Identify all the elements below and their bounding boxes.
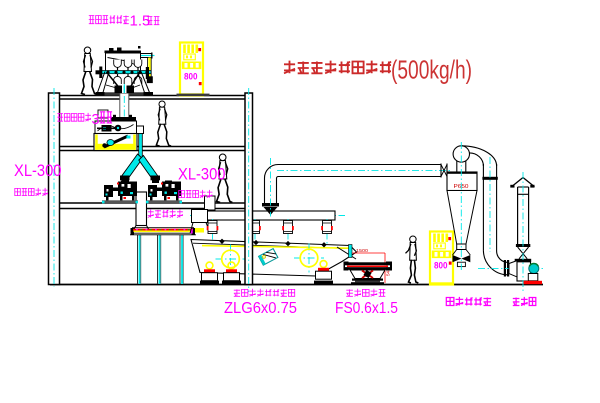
- svg-text:800: 800: [434, 261, 448, 272]
- svg-text:548: 548: [386, 268, 391, 276]
- svg-text:800: 800: [184, 72, 198, 83]
- svg-text:ZLG6x0.75: ZLG6x0.75: [224, 300, 297, 317]
- svg-text:XL-300: XL-300: [14, 162, 62, 180]
- svg-text:XL-300: XL-300: [178, 166, 226, 184]
- svg-text:(500kg/h): (500kg/h): [391, 55, 472, 85]
- svg-text:1.5: 1.5: [130, 13, 151, 30]
- svg-text:1500: 1500: [356, 248, 369, 253]
- svg-text:FS0.6x1.5: FS0.6x1.5: [335, 300, 398, 317]
- svg-text:3: 3: [92, 112, 100, 128]
